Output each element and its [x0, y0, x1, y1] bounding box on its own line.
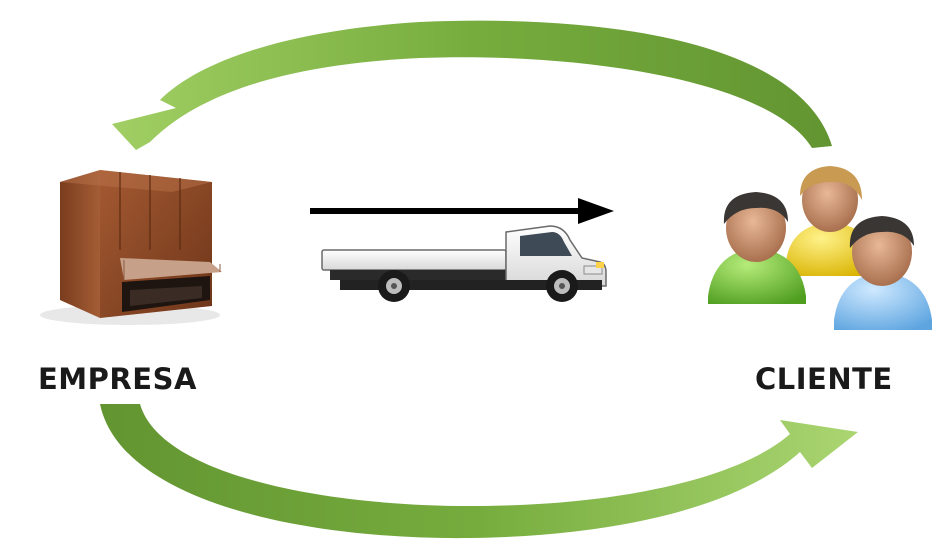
warehouse-building-icon: [40, 170, 222, 325]
customers-group-icon: [708, 166, 932, 330]
delivery-truck-icon: [322, 226, 606, 302]
cliente-label: CLIENTE: [755, 362, 893, 396]
flow-arrow-bottom: [100, 404, 858, 538]
delivery-arrow: [310, 198, 614, 224]
return-arrow-top: [112, 21, 832, 150]
empresa-label: EMPRESA: [38, 362, 197, 396]
